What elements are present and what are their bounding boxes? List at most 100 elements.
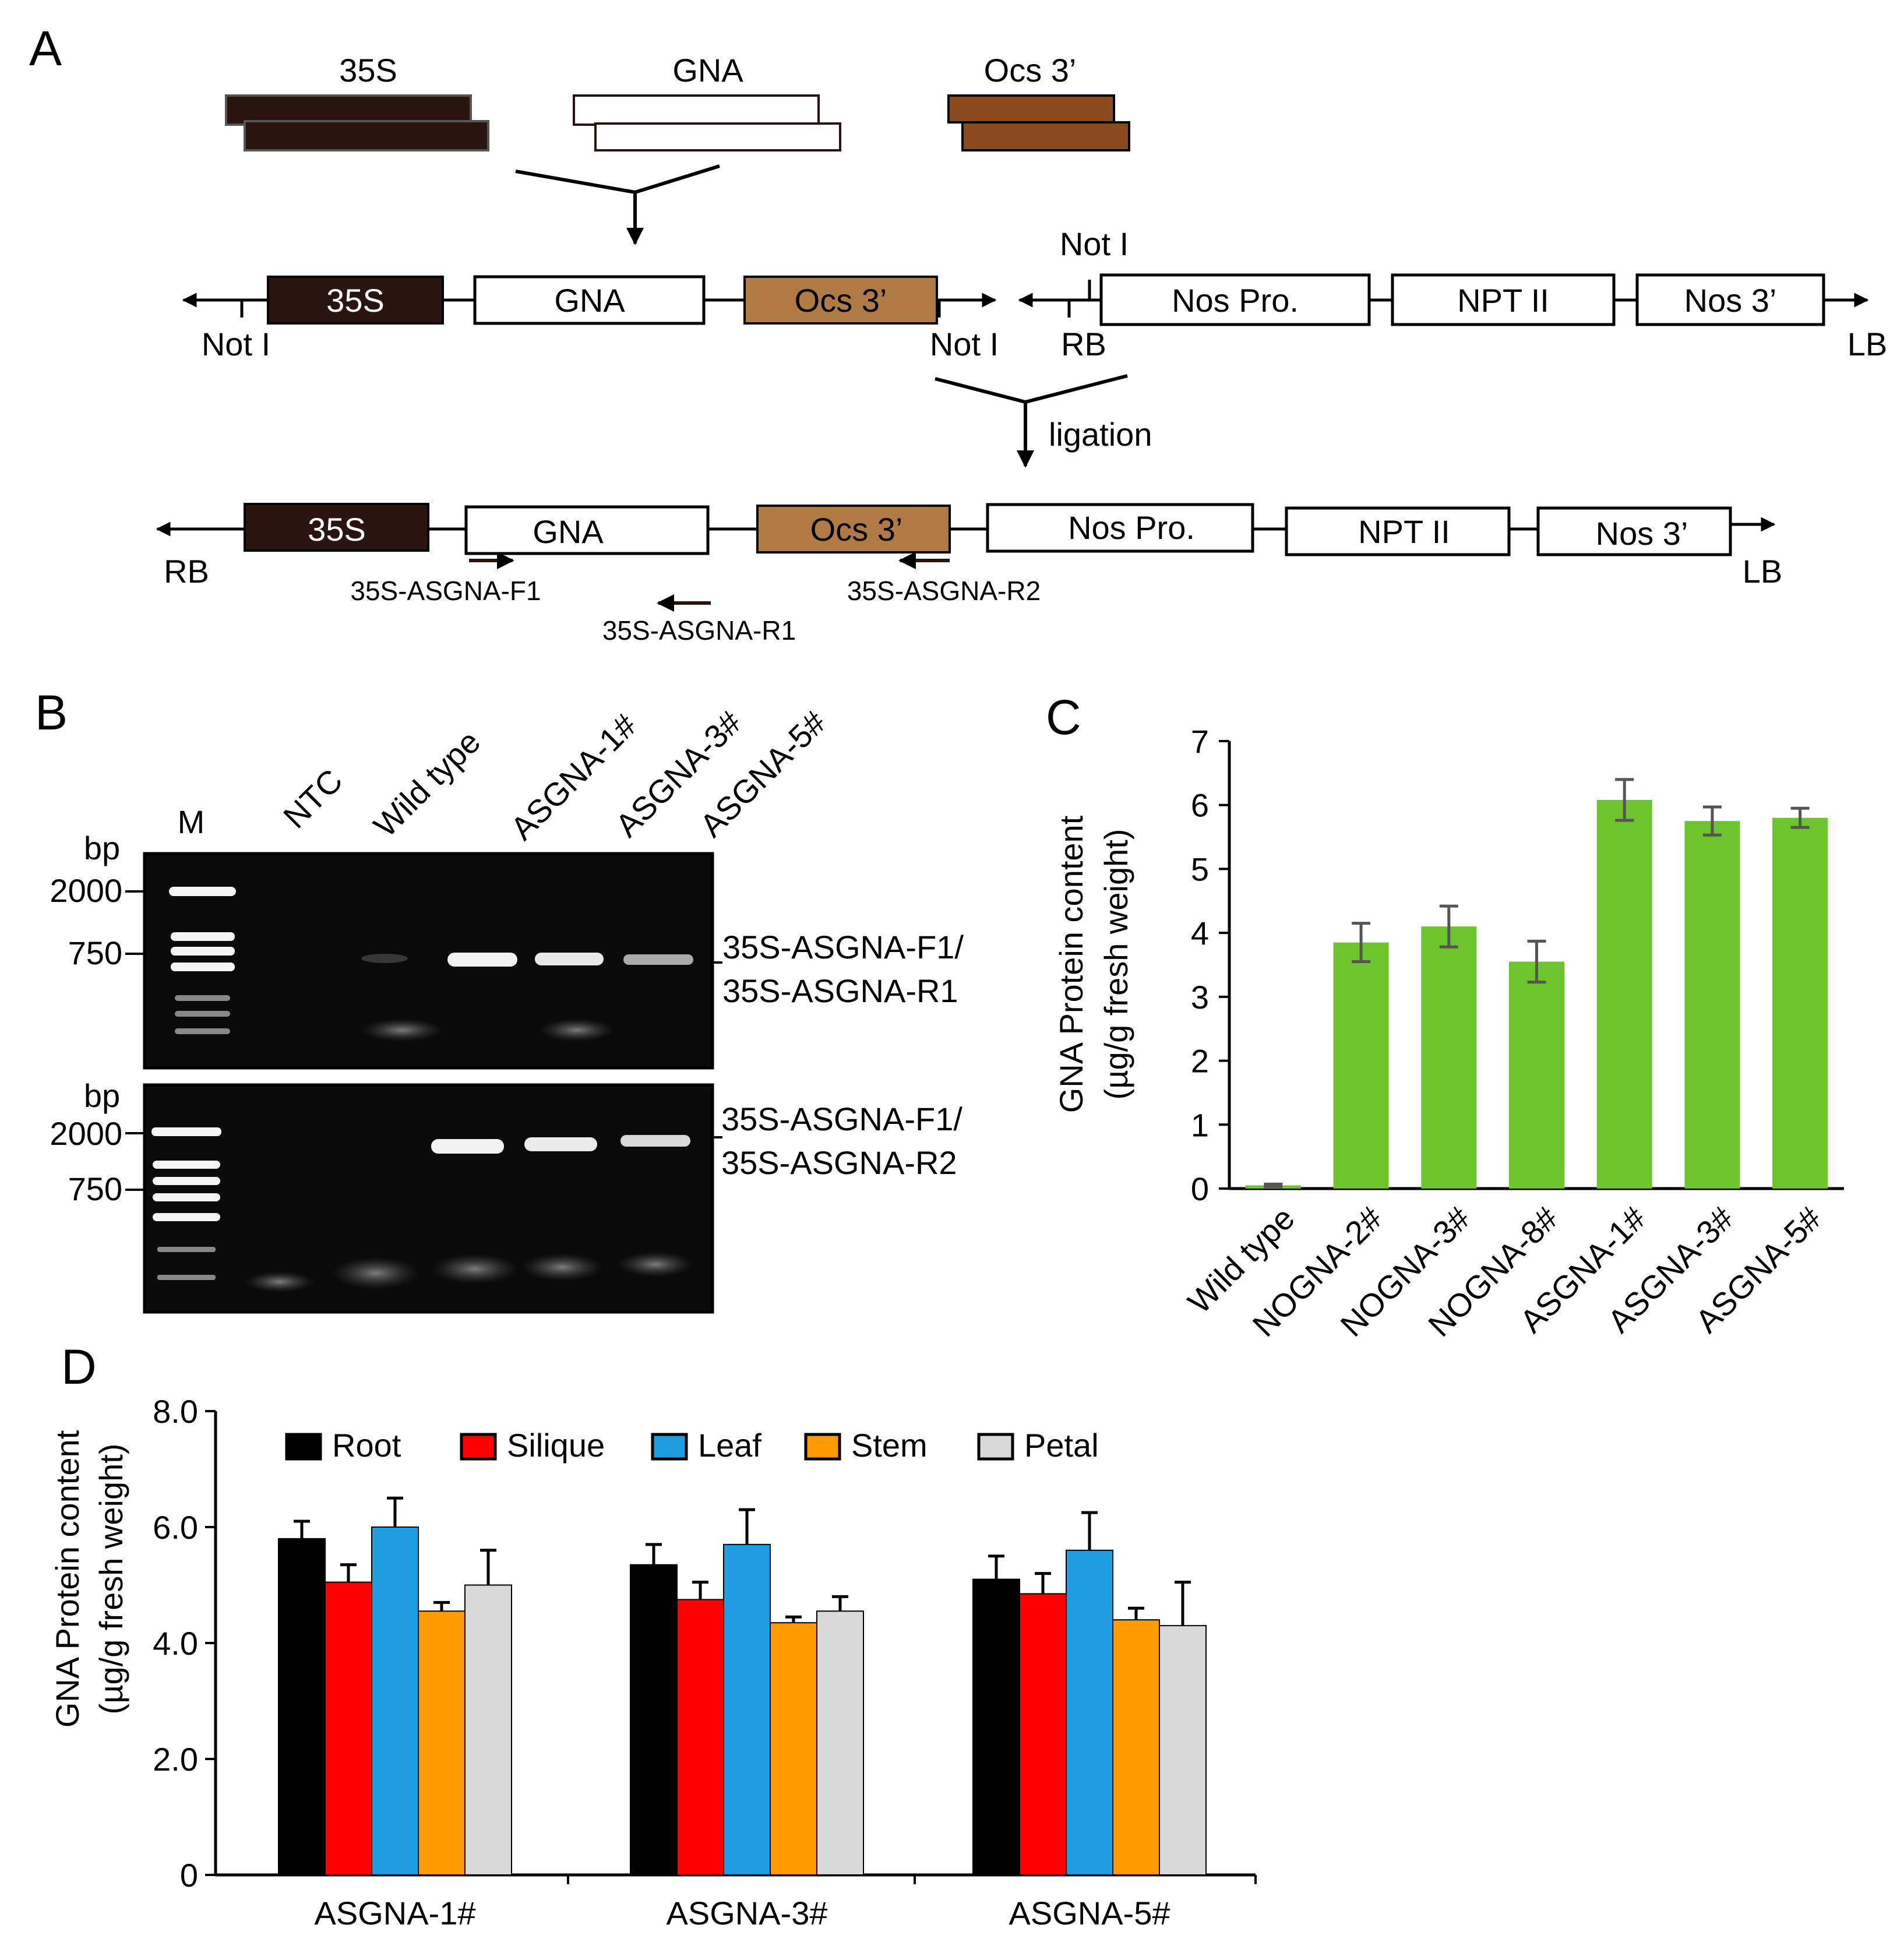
- chart-d-bar: [1159, 1625, 1207, 1875]
- chart-c-ytick-label: 0: [1191, 1171, 1209, 1207]
- chart-d-ytick-label: 2.0: [153, 1741, 198, 1778]
- chart-d-xtick-label: ASGNA-5#: [1009, 1895, 1170, 1931]
- chart-d-plot: 02.04.06.08.0ASGNA-1#ASGNA-3#ASGNA-5#Roo…: [153, 1393, 1257, 1931]
- mid-npt2-label: NPT II: [1457, 282, 1549, 319]
- final-ocs-label: Ocs 3’: [810, 511, 903, 548]
- chart-d-bar: [676, 1599, 724, 1875]
- final-npt2-label: NPT II: [1358, 513, 1450, 550]
- panel-c: C GNA Protein content (µg/g fresh weight…: [1046, 690, 1844, 1344]
- primer-r2-label: 35S-ASGNA-R2: [847, 576, 1041, 606]
- lane-label-wild-type: Wild type: [366, 723, 487, 844]
- gel-bottom-primer-1: 35S-ASGNA-F1/: [721, 1101, 962, 1137]
- chart-d-legend-swatch: [460, 1433, 497, 1461]
- gel-bottom-marker-750: 750: [68, 1171, 122, 1207]
- chart-d-bar: [1066, 1549, 1113, 1876]
- not1-vector: Not I: [1060, 225, 1129, 262]
- chart-d-xtick-label: ASGNA-3#: [667, 1895, 828, 1931]
- fragment-gna-label: GNA: [672, 52, 743, 89]
- chart-d-legend-label: Silique: [507, 1427, 605, 1464]
- chart-c-ytick-label: 4: [1191, 915, 1209, 951]
- final-35s-label: 35S: [308, 511, 366, 548]
- gel-top-bp: bp: [84, 830, 120, 866]
- merge-lines-top: [515, 164, 720, 245]
- chart-d-legend-label: Petal: [1024, 1427, 1099, 1464]
- chart-c-ytick-label: 3: [1191, 979, 1209, 1016]
- lane-label-m: M: [178, 803, 205, 840]
- chart-d-bar: [1019, 1593, 1067, 1876]
- chart-d-legend-swatch: [285, 1433, 322, 1461]
- final-construct: 35S GNA Ocs 3’ Nos Pro. NPT II Nos 3’ RB…: [156, 503, 1782, 646]
- chart-c-bar: [1333, 942, 1389, 1189]
- chart-c-bar: [1421, 926, 1477, 1189]
- chart-d-bar: [723, 1543, 771, 1876]
- chart-c-bar: [1772, 817, 1828, 1189]
- not1-right: Not I: [930, 326, 999, 362]
- final-gna-label: GNA: [533, 513, 604, 550]
- lane-label-ntc: NTC: [276, 762, 350, 835]
- chart-d-legend-swatch: [977, 1433, 1014, 1461]
- chart-d-bar: [1112, 1619, 1160, 1875]
- panel-c-label: C: [1046, 690, 1081, 745]
- chart-d-legend-swatch: [804, 1433, 841, 1461]
- gel-top-marker-750: 750: [68, 935, 122, 971]
- mid-35s-label: 35S: [326, 282, 385, 319]
- chart-d-legend-label: Leaf: [698, 1427, 761, 1464]
- ligation-label: ligation: [1049, 416, 1152, 453]
- chart-c-ytick-label: 2: [1191, 1043, 1209, 1080]
- final-nos3-label: Nos 3’: [1596, 515, 1688, 552]
- chart-d-ytick-label: 8.0: [153, 1393, 198, 1430]
- fragment-gna: GNA: [573, 52, 841, 151]
- chart-c-bar: [1596, 799, 1652, 1189]
- chart-d-bar: [972, 1578, 1020, 1876]
- chart-c-ytick-label: 1: [1191, 1106, 1209, 1143]
- gel-bottom-primer-2: 35S-ASGNA-R2: [721, 1144, 957, 1181]
- not1-left: Not I: [202, 326, 270, 362]
- chart-c-ytick-label: 6: [1191, 787, 1209, 824]
- chart-d-ylabel-2: (µg/g fresh weight): [93, 1444, 129, 1715]
- chart-d-ytick-label: 4.0: [153, 1625, 198, 1662]
- gel-top: bp 2000 750 35S-ASGNA-F1/: [50, 830, 964, 1070]
- mid-nos3-label: Nos 3’: [1684, 282, 1777, 319]
- chart-d-bar: [464, 1584, 512, 1875]
- primer-r1-label: 35S-ASGNA-R1: [602, 615, 796, 646]
- chart-c-bar: [1684, 821, 1740, 1189]
- ligation-lines: [935, 374, 1128, 468]
- lb-mid: LB: [1847, 326, 1888, 362]
- vector-row: Not I Nos Pro. NPT II Nos 3’ RB LB: [1018, 225, 1888, 362]
- chart-c-ytick-label: 5: [1191, 851, 1209, 887]
- rb-final: RB: [164, 553, 209, 590]
- panel-b-label: B: [35, 685, 68, 740]
- chart-d-bar: [371, 1526, 419, 1875]
- panel-d: D GNA Protein content (µg/g fresh weight…: [49, 1339, 1257, 1931]
- chart-d-legend-label: Stem: [851, 1427, 928, 1464]
- chart-d-bar: [325, 1581, 372, 1875]
- fragment-ocs: Ocs 3’: [947, 52, 1130, 151]
- gel-top-primer-1: 35S-ASGNA-F1/: [722, 929, 964, 965]
- fragment-35s: 35S: [225, 52, 489, 151]
- rb-mid: RB: [1061, 326, 1106, 362]
- cassette-row: 35S GNA Ocs 3’ Not I Not I: [182, 275, 999, 362]
- gel-top-primer-2: 35S-ASGNA-R1: [722, 972, 958, 1009]
- chart-c-ylabel-2: (µg/g fresh weight): [1098, 829, 1134, 1100]
- mid-gna-label: GNA: [554, 282, 625, 319]
- gel-top-marker-2000: 2000: [50, 872, 122, 909]
- gel-bottom-marker-2000: 2000: [50, 1115, 122, 1152]
- mid-ocs-label: Ocs 3’: [795, 282, 887, 319]
- chart-c-ytick-label: 7: [1191, 723, 1209, 760]
- chart-c-bar: [1509, 961, 1564, 1189]
- final-nos-pro-label: Nos Pro.: [1068, 509, 1195, 546]
- fragment-35s-label: 35S: [339, 52, 397, 89]
- chart-d-legend-label: Root: [332, 1427, 401, 1464]
- gel-bottom: bp 2000 750 35S-ASGNA: [50, 1077, 962, 1314]
- mid-nos-pro-label: Nos Pro.: [1172, 282, 1299, 319]
- panel-a-label: A: [29, 21, 62, 76]
- panel-d-label: D: [61, 1339, 97, 1394]
- chart-d-bar: [630, 1564, 678, 1876]
- primer-f1-label: 35S-ASGNA-F1: [350, 576, 541, 606]
- panel-a: A 35S GNA Ocs 3’: [29, 21, 1887, 646]
- chart-d-ylabel-1: GNA Protein content: [49, 1430, 86, 1728]
- fragment-ocs-label: Ocs 3’: [984, 52, 1077, 89]
- chart-d-bar: [770, 1622, 817, 1876]
